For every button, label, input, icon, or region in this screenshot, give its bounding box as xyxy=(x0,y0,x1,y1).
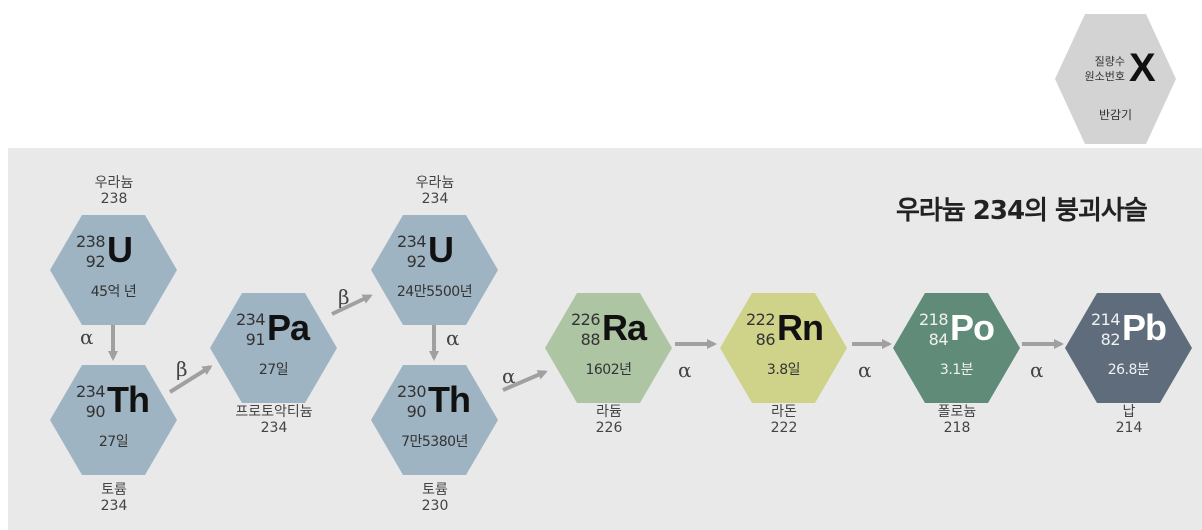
legend-number-label: 원소번호 xyxy=(1084,70,1125,83)
diagram-title: 우라늄 234의 붕괴사슬 xyxy=(896,196,1148,226)
decay-alpha-6: α xyxy=(1030,358,1044,382)
element-name: 라돈 xyxy=(771,404,797,420)
element-name: 프로토악티늄 xyxy=(235,404,313,420)
atomic-number: 91 xyxy=(245,330,266,349)
caption-pb214: 납 214 xyxy=(1049,404,1202,436)
nuclide-u234: 234 92 U 24만5500년 xyxy=(371,215,498,325)
caption-mass: 238 xyxy=(100,191,128,207)
element-name: 토륨 xyxy=(422,482,448,498)
caption-mass: 234 xyxy=(421,191,449,207)
element-symbol: U xyxy=(107,229,133,270)
element-symbol: U xyxy=(428,229,454,270)
element-symbol: Ra xyxy=(602,307,647,348)
element-symbol: Rn xyxy=(777,307,824,348)
element-symbol: Pa xyxy=(267,307,310,348)
half-life: 24만5500년 xyxy=(396,284,473,300)
mass-number: 226 xyxy=(570,310,601,329)
atomic-number: 82 xyxy=(1100,330,1121,349)
nuclide-th230: 230 90 Th 7만5380년 xyxy=(371,365,498,475)
legend-labels: 질량수 원소번호 xyxy=(1069,54,1125,84)
caption-mass: 214 xyxy=(1115,420,1143,436)
atomic-number: 92 xyxy=(406,252,427,271)
arrow-th234-pa234 xyxy=(168,365,213,394)
caption-mass: 218 xyxy=(943,420,971,436)
caption-po218: 폴로늄 218 xyxy=(877,404,1037,436)
nuclide-ra226: 226 88 Ra 1602년 xyxy=(545,293,672,403)
caption-mass: 222 xyxy=(770,420,798,436)
nuclide-pa234: 234 91 Pa 27일 xyxy=(210,293,337,403)
element-symbol: Pb xyxy=(1122,307,1167,348)
element-symbol: Th xyxy=(428,379,471,420)
decay-alpha-1: α xyxy=(80,325,94,349)
caption-pa234: 프로토악티늄 234 xyxy=(194,404,354,436)
caption-u234: 우라늄 234 xyxy=(355,175,515,207)
mass-number: 218 xyxy=(918,310,949,329)
element-name: 토륨 xyxy=(101,482,127,498)
decay-beta-1: β xyxy=(176,357,188,381)
mass-number: 234 xyxy=(396,232,427,251)
decay-alpha-2: α xyxy=(446,326,460,350)
nuclide-po218: 218 84 Po 3.1분 xyxy=(893,293,1020,403)
half-life: 45억 년 xyxy=(90,284,137,300)
element-name: 라듐 xyxy=(596,404,622,420)
nuclide-u238: 238 92 U 45억 년 xyxy=(50,215,177,325)
mass-number: 234 xyxy=(235,310,266,329)
caption-rn222: 라돈 222 xyxy=(704,404,864,436)
caption-mass: 226 xyxy=(595,420,623,436)
caption-th230: 토륨 230 xyxy=(355,482,515,514)
mass-number: 234 xyxy=(75,382,106,401)
legend-halflife-label: 반감기 xyxy=(1098,108,1133,122)
half-life: 3.8일 xyxy=(766,362,801,378)
nuclide-th234: 234 90 Th 27일 xyxy=(50,365,177,475)
atomic-number: 92 xyxy=(85,252,106,271)
mass-number: 222 xyxy=(745,310,776,329)
atomic-number: 90 xyxy=(406,402,427,421)
half-life: 27일 xyxy=(258,362,289,378)
half-life: 7만5380년 xyxy=(401,434,468,450)
nuclide-pb214: 214 82 Pb 26.8분 xyxy=(1065,293,1192,403)
legend-hexagon xyxy=(1055,14,1176,144)
element-name: 납 xyxy=(1122,404,1136,420)
atomic-number: 88 xyxy=(580,330,601,349)
mass-number: 214 xyxy=(1090,310,1121,329)
caption-mass: 234 xyxy=(100,498,128,514)
atomic-number: 86 xyxy=(755,330,776,349)
arrow-th230-ra226 xyxy=(502,370,548,392)
mass-number: 238 xyxy=(75,232,106,251)
arrow-pa234-u234 xyxy=(331,294,373,316)
element-name: 우라늄 xyxy=(94,175,134,191)
caption-ra226: 라듐 226 xyxy=(529,404,689,436)
caption-th234: 토륨 234 xyxy=(34,482,194,514)
half-life: 26.8분 xyxy=(1107,362,1150,378)
caption-u238: 우라늄 238 xyxy=(34,175,194,207)
half-life: 3.1분 xyxy=(939,362,974,378)
element-name: 폴로늄 xyxy=(937,404,977,420)
decay-alpha-3: α xyxy=(502,364,516,388)
legend-mass-label: 질량수 xyxy=(1094,55,1125,68)
half-life: 27일 xyxy=(98,434,129,450)
mass-number: 230 xyxy=(396,382,427,401)
decay-alpha-5: α xyxy=(858,358,872,382)
caption-mass: 234 xyxy=(260,420,288,436)
element-symbol: Th xyxy=(107,379,150,420)
atomic-number: 90 xyxy=(85,402,106,421)
element-name: 우라늄 xyxy=(415,175,455,191)
element-symbol: Po xyxy=(950,307,995,348)
caption-mass: 230 xyxy=(421,498,449,514)
decay-alpha-4: α xyxy=(678,358,692,382)
nuclide-rn222: 222 86 Rn 3.8일 xyxy=(720,293,847,403)
decay-beta-2: β xyxy=(338,285,350,309)
legend: 질량수 원소번호 X 반감기 xyxy=(1055,14,1176,144)
half-life: 1602년 xyxy=(585,362,632,378)
legend-symbol: X xyxy=(1129,46,1156,90)
atomic-number: 84 xyxy=(928,330,949,349)
